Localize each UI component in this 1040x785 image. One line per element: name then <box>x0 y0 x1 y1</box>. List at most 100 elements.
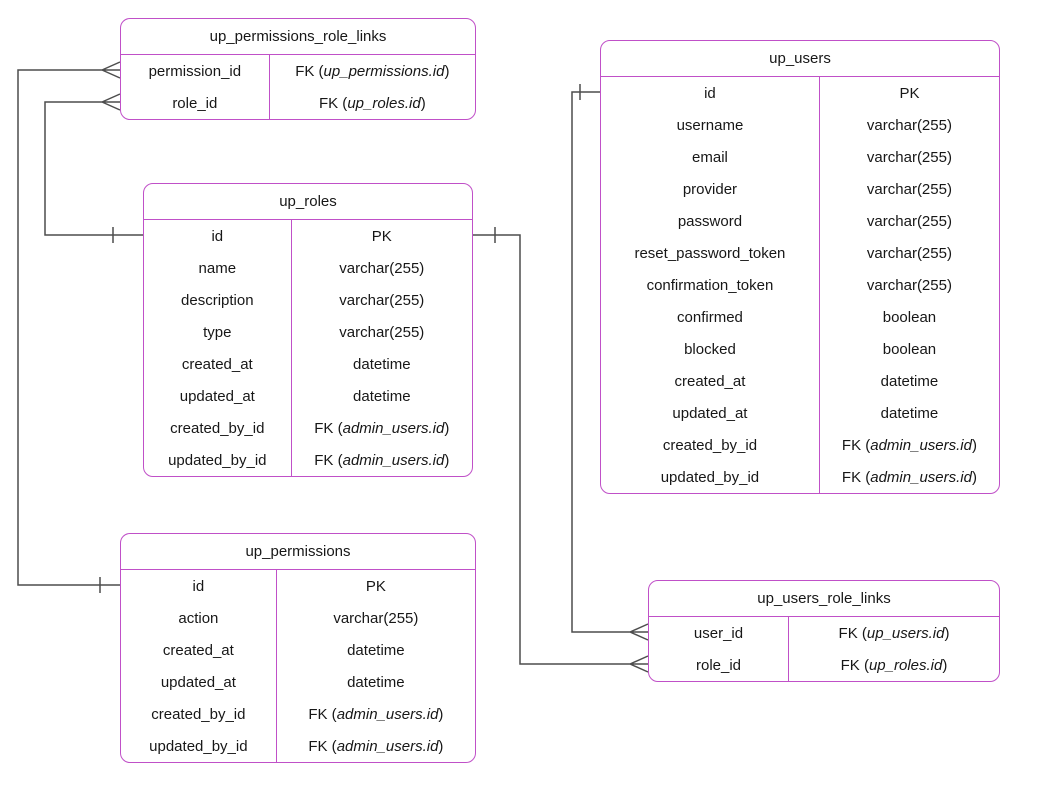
field-name: confirmation_token <box>601 269 820 301</box>
field-type: FK (admin_users.id) <box>314 451 450 469</box>
field-type: varchar(255) <box>866 244 952 262</box>
table-row: created_at datetime <box>121 634 475 666</box>
table-row: reset_password_token varchar(255) <box>601 237 999 269</box>
field-name: created_by_id <box>601 429 820 461</box>
table-row: action varchar(255) <box>121 602 475 634</box>
table-row: updated_by_id FK (admin_users.id) <box>121 730 475 762</box>
field-type: varchar(255) <box>866 212 952 230</box>
table-row: role_id FK (up_roles.id) <box>121 87 475 119</box>
field-type: FK (admin_users.id) <box>308 705 444 723</box>
table-up-permissions[interactable]: up_permissions id PK action varchar(255)… <box>120 533 476 763</box>
table-row: created_at datetime <box>601 365 999 397</box>
field-type: FK (admin_users.id) <box>841 436 977 454</box>
field-name: id <box>144 220 292 252</box>
table-up-permissions-role-links[interactable]: up_permissions_role_links permission_id … <box>120 18 476 120</box>
field-type: varchar(255) <box>866 148 952 166</box>
table-up-roles[interactable]: up_roles id PK name varchar(255) descrip… <box>143 183 473 477</box>
field-type: varchar(255) <box>333 609 419 627</box>
table-row: updated_by_id FK (admin_users.id) <box>144 444 472 476</box>
field-type: FK (admin_users.id) <box>314 419 450 437</box>
table-row: created_by_id FK (admin_users.id) <box>121 698 475 730</box>
field-type: PK <box>371 227 392 245</box>
field-name: password <box>601 205 820 237</box>
edge-permissions-to-permissions-role-links[interactable] <box>17 61 121 593</box>
field-type: varchar(255) <box>339 259 425 277</box>
field-type: varchar(255) <box>339 291 425 309</box>
table-title: up_roles <box>144 184 472 220</box>
field-name: username <box>601 109 820 141</box>
field-type: FK (up_roles.id) <box>840 656 948 674</box>
field-name: reset_password_token <box>601 237 820 269</box>
field-name: confirmed <box>601 301 820 333</box>
field-name: name <box>144 252 292 284</box>
field-name: action <box>121 602 277 634</box>
field-name: created_at <box>144 348 292 380</box>
table-row: name varchar(255) <box>144 252 472 284</box>
table-row: provider varchar(255) <box>601 173 999 205</box>
field-name: user_id <box>649 617 789 649</box>
table-row: updated_at datetime <box>144 380 472 412</box>
field-type: varchar(255) <box>866 116 952 134</box>
table-row: type varchar(255) <box>144 316 472 348</box>
field-type: varchar(255) <box>866 180 952 198</box>
field-name: permission_id <box>121 55 270 87</box>
field-name: updated_by_id <box>121 730 277 762</box>
table-up-users-role-links[interactable]: up_users_role_links user_id FK (up_users… <box>648 580 1000 682</box>
field-type: boolean <box>882 308 937 326</box>
field-name: created_at <box>601 365 820 397</box>
field-name: email <box>601 141 820 173</box>
field-type: PK <box>899 84 920 102</box>
table-row: confirmed boolean <box>601 301 999 333</box>
table-row: id PK <box>144 220 472 252</box>
field-name: description <box>144 284 292 316</box>
table-row: created_at datetime <box>144 348 472 380</box>
table-title: up_users_role_links <box>649 581 999 617</box>
table-title: up_permissions_role_links <box>121 19 475 55</box>
table-row: role_id FK (up_roles.id) <box>649 649 999 681</box>
field-name: id <box>601 77 820 109</box>
table-row: confirmation_token varchar(255) <box>601 269 999 301</box>
field-type: FK (up_permissions.id) <box>295 62 450 80</box>
edge-roles-to-permissions-role-links[interactable] <box>44 93 143 243</box>
table-row: user_id FK (up_users.id) <box>649 617 999 649</box>
field-type: datetime <box>353 355 411 373</box>
table-row: updated_at datetime <box>121 666 475 698</box>
table-title: up_users <box>601 41 999 77</box>
field-type: varchar(255) <box>866 276 952 294</box>
field-type: FK (up_roles.id) <box>318 94 426 112</box>
field-type: FK (admin_users.id) <box>841 468 977 486</box>
field-type: datetime <box>880 404 939 422</box>
field-type: PK <box>365 577 386 595</box>
table-row: updated_by_id FK (admin_users.id) <box>601 461 999 493</box>
field-type: datetime <box>880 372 939 390</box>
field-type: FK (up_users.id) <box>838 624 950 642</box>
table-row: description varchar(255) <box>144 284 472 316</box>
edge-roles-to-users-role-links[interactable] <box>473 227 649 673</box>
field-name: type <box>144 316 292 348</box>
field-name: created_by_id <box>121 698 277 730</box>
field-name: created_by_id <box>144 412 292 444</box>
table-row: blocked boolean <box>601 333 999 365</box>
field-name: blocked <box>601 333 820 365</box>
table-row: updated_at datetime <box>601 397 999 429</box>
edge-users-to-users-role-links[interactable] <box>571 84 649 641</box>
table-row: email varchar(255) <box>601 141 999 173</box>
field-type: datetime <box>347 641 405 659</box>
field-name: role_id <box>649 649 789 681</box>
table-up-users[interactable]: up_users id PK username varchar(255) ema… <box>600 40 1000 494</box>
field-name: updated_at <box>121 666 277 698</box>
table-row: permission_id FK (up_permissions.id) <box>121 55 475 87</box>
table-row: password varchar(255) <box>601 205 999 237</box>
table-row: id PK <box>601 77 999 109</box>
table-row: created_by_id FK (admin_users.id) <box>601 429 999 461</box>
field-type: datetime <box>353 387 411 405</box>
field-name: created_at <box>121 634 277 666</box>
table-row: username varchar(255) <box>601 109 999 141</box>
field-name: updated_by_id <box>144 444 292 476</box>
field-name: updated_at <box>601 397 820 429</box>
field-name: updated_at <box>144 380 292 412</box>
field-type: datetime <box>347 673 405 691</box>
table-row: id PK <box>121 570 475 602</box>
